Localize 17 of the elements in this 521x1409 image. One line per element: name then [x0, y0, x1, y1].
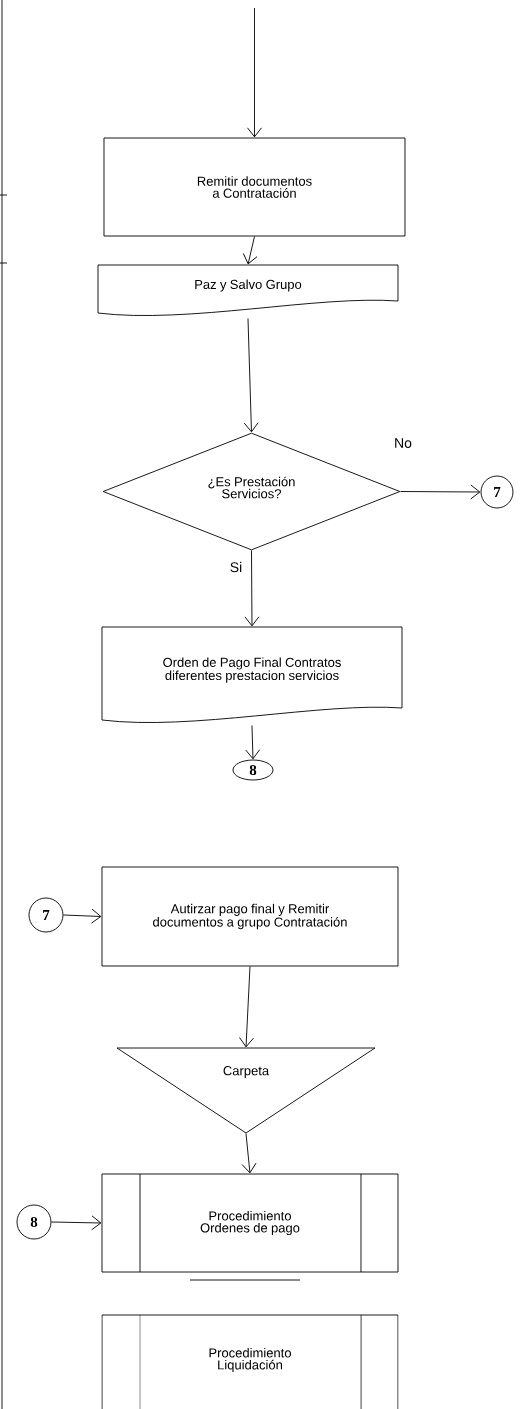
storage-triangle: Carpeta — [116, 1047, 376, 1134]
arrow — [245, 725, 261, 760]
process-box: Autirzar pago final y Remitir documentos a grupo Contratación — [101, 866, 399, 967]
predefined-process-box: Procedimiento Ordenes de pago — [101, 1173, 399, 1273]
arrow — [51, 1215, 102, 1231]
edge-label: Si — [228, 560, 244, 574]
arrow — [244, 550, 260, 627]
arrow — [243, 318, 259, 433]
arrow — [247, 7, 262, 138]
arrow — [63, 908, 102, 924]
connector-oval: 8 — [232, 759, 274, 781]
arrow — [400, 484, 481, 500]
arrow — [241, 1133, 257, 1174]
arrow — [242, 236, 258, 265]
process-box: Remitir documentos a Contratación — [103, 137, 406, 237]
predefined-process-box: Procedimiento Liquidación — [101, 1314, 399, 1409]
arrow — [239, 966, 254, 1048]
